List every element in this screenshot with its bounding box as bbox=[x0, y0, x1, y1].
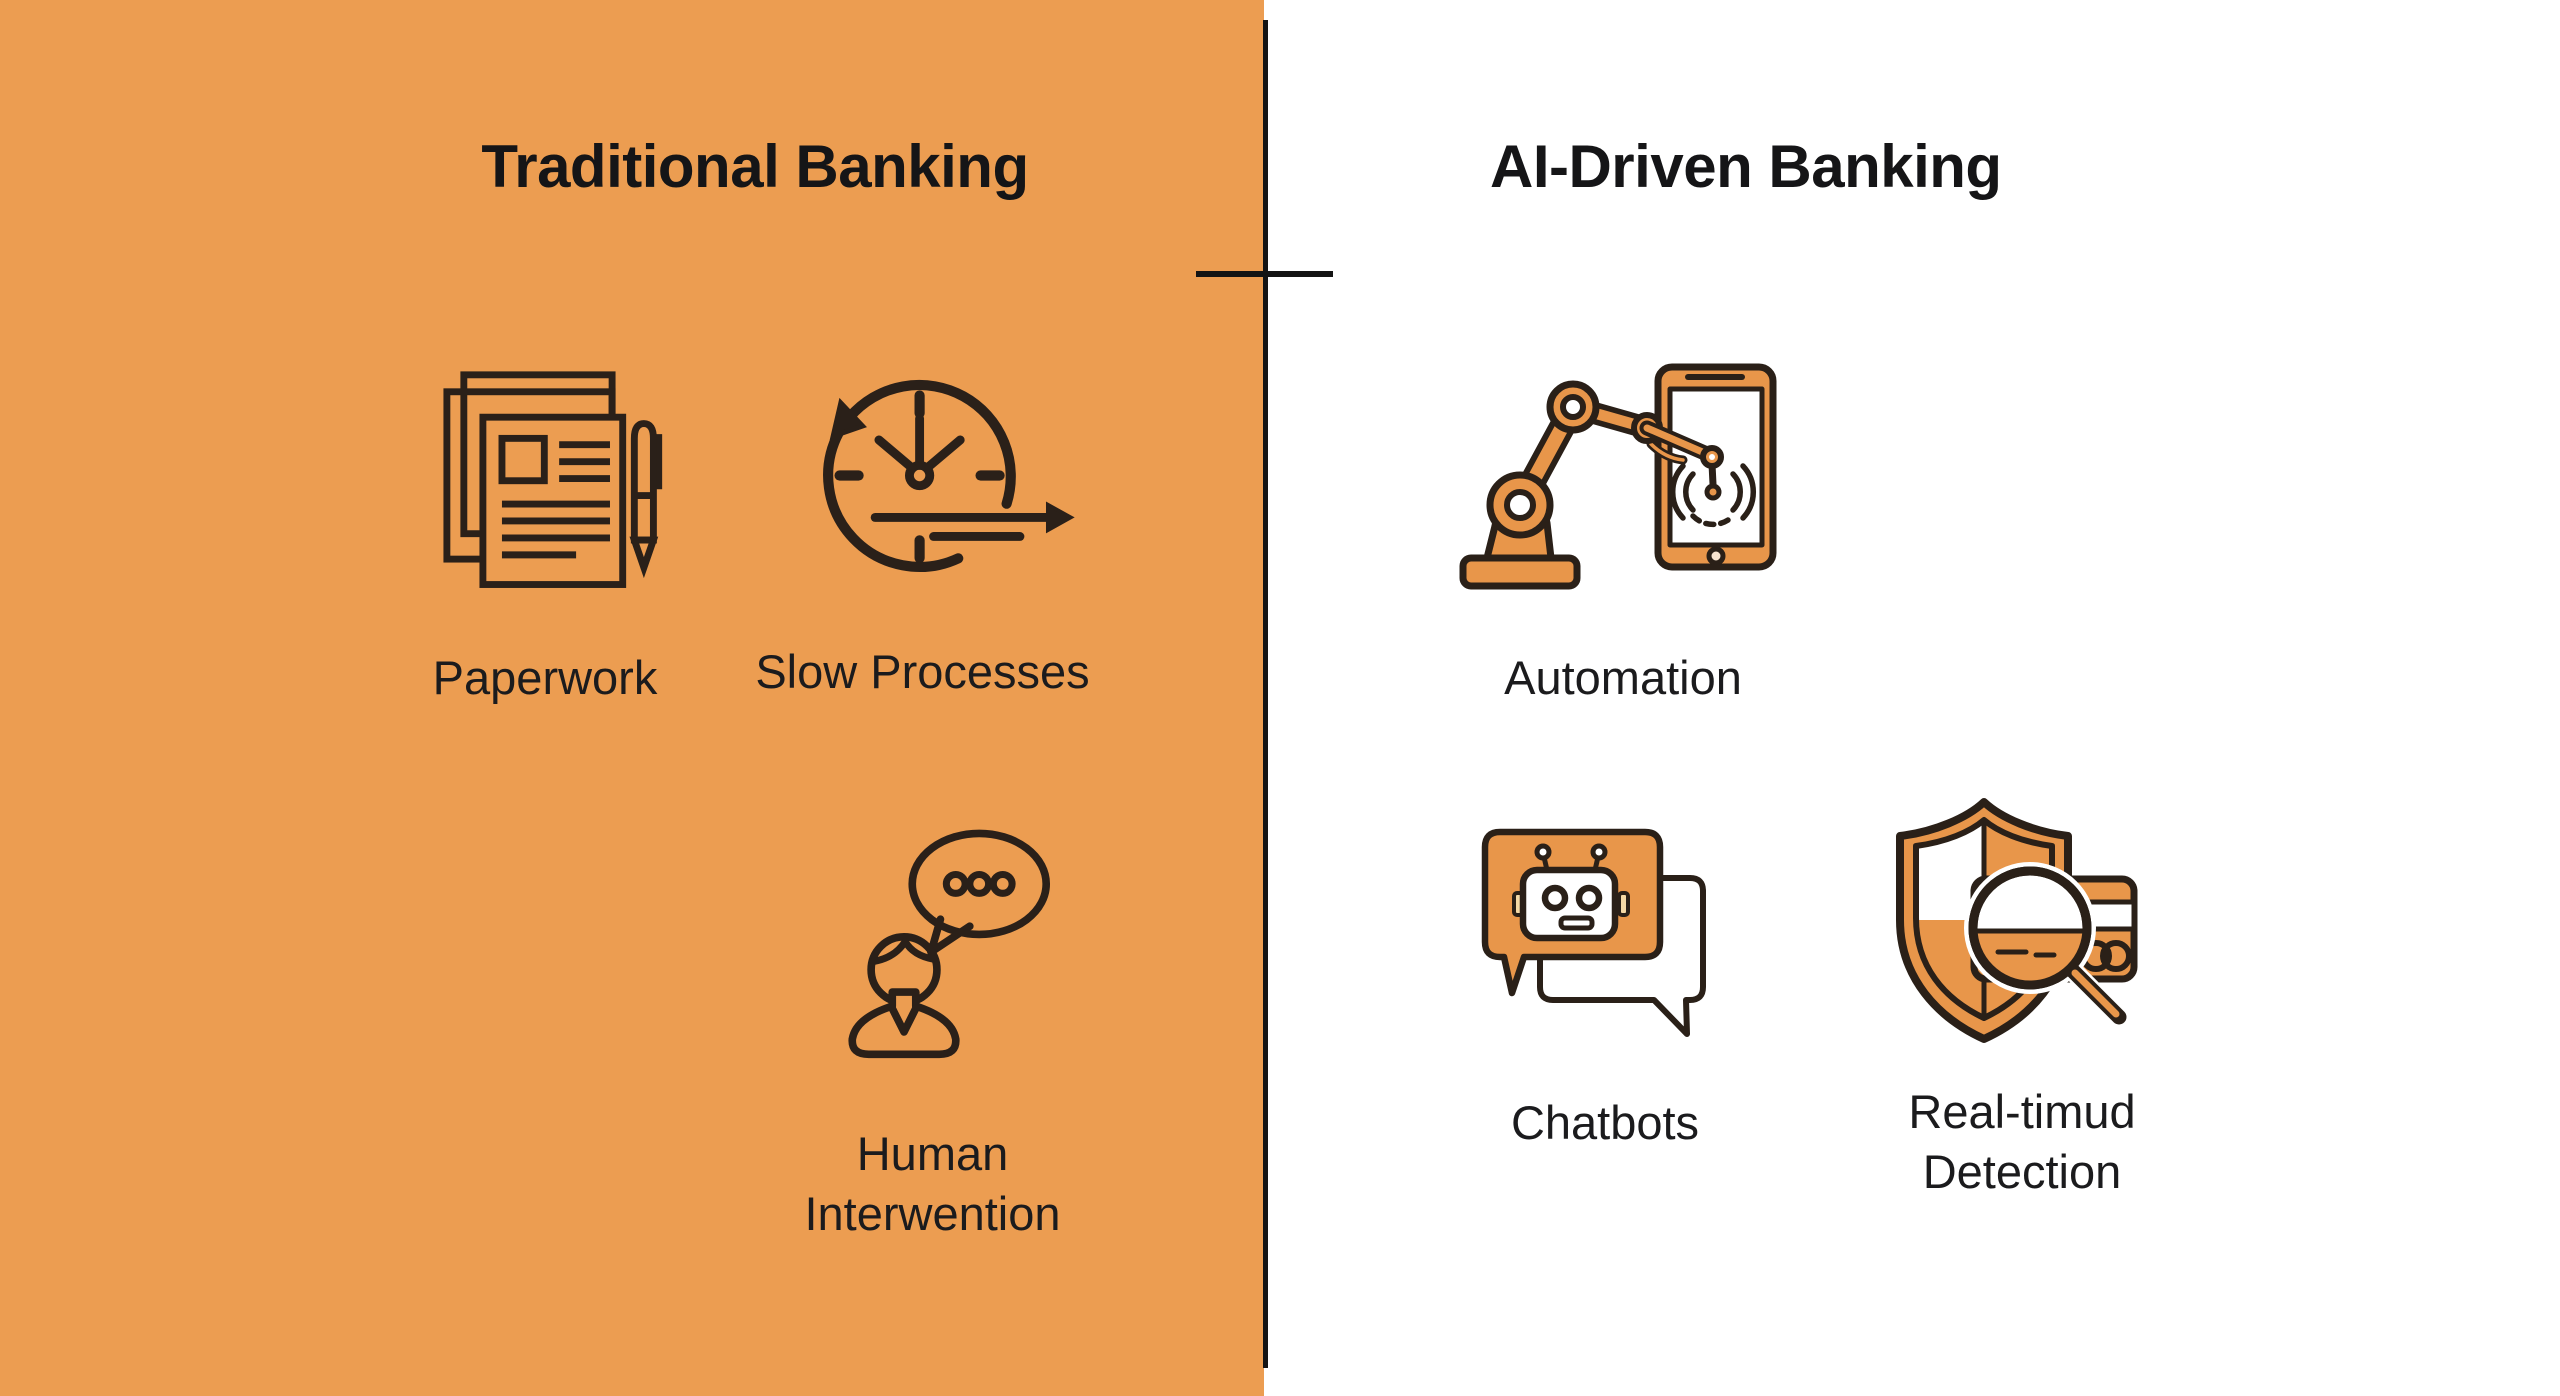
chatbots-icon bbox=[1481, 828, 1706, 1037]
ai-driven-banking-panel bbox=[1264, 0, 2560, 1396]
horizontal-tick-line bbox=[1196, 271, 1333, 277]
slow-processes-icon bbox=[823, 379, 1075, 572]
automation-label: Automation bbox=[1504, 651, 1742, 704]
human-intervention-label: Human Interwention bbox=[804, 1127, 1061, 1241]
chatbots-label: Chatbots bbox=[1510, 1096, 1700, 1149]
slow-processes-label: Slow Processes bbox=[755, 645, 1090, 698]
traditional-banking-panel bbox=[0, 0, 1264, 1396]
vertical-divider-line bbox=[1263, 20, 1268, 1368]
paperwork-label: Paperwork bbox=[432, 651, 658, 704]
fraud-detection-label: Real-timud Detection bbox=[1908, 1085, 2136, 1199]
automation-icon bbox=[1459, 363, 1777, 590]
right-panel-title: AI-Driven Banking bbox=[1490, 133, 2002, 200]
human-intervention-icon bbox=[848, 829, 1051, 1059]
left-panel-title: Traditional Banking bbox=[481, 133, 1029, 200]
paperwork-icon bbox=[443, 371, 663, 588]
fraud-detection-icon bbox=[1896, 798, 2138, 1043]
